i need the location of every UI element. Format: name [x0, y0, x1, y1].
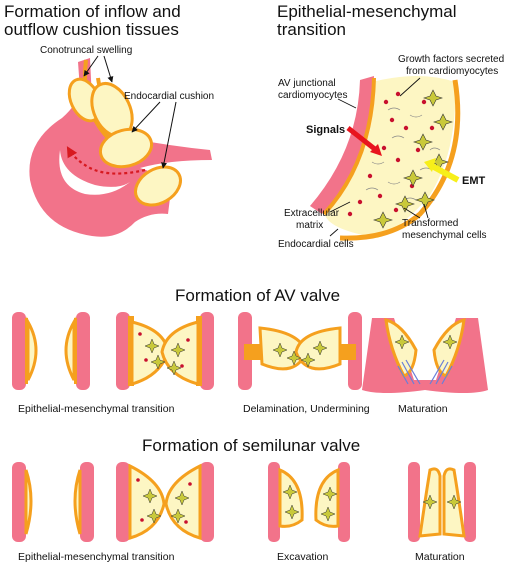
- av-caption-1: Epithelial-mesenchymal transition: [18, 403, 175, 415]
- av-valve-panel: Formation of AV valve Epithelial-mesench…: [12, 286, 488, 415]
- av-caption-3: Maturation: [398, 403, 448, 415]
- endocardial-cushion-2: [134, 165, 182, 207]
- emt-title-line2: transition: [277, 20, 346, 39]
- endocardial-cells-label: Endocardial cells: [278, 239, 354, 250]
- endocardial-cushion-1: [98, 127, 154, 169]
- semilunar-stage-excavation: [268, 462, 350, 542]
- transformed-label-1: Transformed: [402, 218, 458, 229]
- emt-title-line1: Epithelial-mesenchymal: [277, 2, 457, 21]
- cushion-formation-panel: Formation of inflow and outflow cushion …: [4, 2, 214, 237]
- semilunar-stage-emt: [12, 462, 94, 542]
- ecm-label-2: matrix: [296, 220, 323, 231]
- semilunar-stage-emt-2: [116, 462, 214, 542]
- emt-panel: Epithelial-mesenchymal transition: [277, 2, 504, 250]
- av-junctional-label-1: AV junctional: [278, 78, 336, 89]
- emt-arrow: [430, 163, 460, 183]
- growth-factors-label-1: Growth factors secreted: [398, 54, 504, 65]
- matrix-dots: [347, 91, 435, 217]
- av-stage-emt: [12, 312, 90, 390]
- cushion-title-line2: outflow cushion tissues: [4, 20, 179, 39]
- cushion-title-line1: Formation of inflow and: [4, 2, 181, 21]
- semilunar-caption-2: Excavation: [277, 551, 329, 563]
- semilunar-valve-title: Formation of semilunar valve: [142, 436, 360, 455]
- conotruncal-swelling-label: Conotruncal swelling: [40, 45, 132, 56]
- blood-flow-arrow: [66, 146, 146, 175]
- av-stage-emt-2: [116, 312, 214, 390]
- endocardial-cushion-label: Endocardial cushion: [124, 91, 214, 102]
- signals-label: Signals: [306, 124, 345, 136]
- semilunar-valve-panel: Formation of semilunar valve Epithelial-…: [12, 436, 476, 563]
- av-caption-2: Delamination, Undermining: [243, 403, 370, 415]
- av-valve-title: Formation of AV valve: [175, 286, 340, 305]
- semilunar-stage-maturation: [408, 462, 476, 542]
- semilunar-caption-3: Maturation: [415, 551, 465, 563]
- av-stage-maturation: [362, 318, 488, 393]
- av-stage-delamination: [238, 312, 362, 390]
- growth-factors-label-2: from cardiomyocytes: [406, 66, 498, 77]
- signals-arrow: [346, 126, 378, 152]
- av-junctional-myocardium: [310, 76, 374, 214]
- semilunar-caption-1: Epithelial-mesenchymal transition: [18, 551, 175, 563]
- emt-label: EMT: [462, 175, 486, 187]
- transformed-label-2: mesenchymal cells: [402, 230, 486, 241]
- matrix-fibers: [365, 107, 441, 201]
- av-junctional-label-2: cardiomyocytes: [278, 90, 347, 101]
- ecm-label-1: Extracellular: [284, 208, 340, 219]
- mesenchymal-cells: [373, 89, 453, 229]
